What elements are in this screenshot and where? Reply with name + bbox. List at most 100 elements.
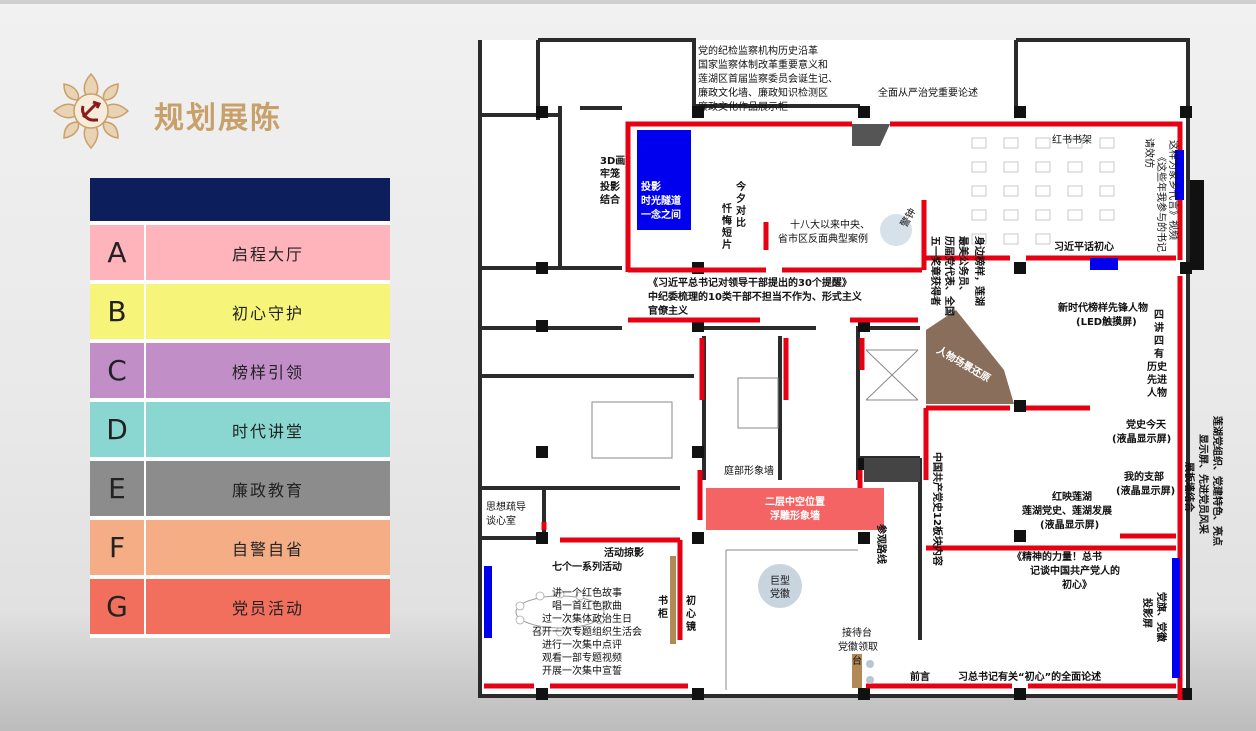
seven-item-5: 进行一次集中点评 — [542, 638, 622, 651]
models-line3: 历届党代表、全国 — [943, 236, 956, 316]
legend-key: A — [90, 225, 146, 280]
corner-cabinet — [852, 124, 890, 146]
four-3: 四 — [1154, 335, 1164, 347]
legend-label: 自警自省 — [231, 539, 304, 559]
legend-table: A 启程大厅 B 初心守护 C 榜样引领 D 时代讲堂 E 廉政教育 F 自警自… — [90, 178, 390, 638]
bookcase-shelf — [670, 556, 676, 644]
vr-label-1: 3D画 — [600, 155, 625, 167]
flag-1: 党旗、党徽 — [1155, 592, 1168, 643]
seven-item-4: 召开一次专题组织生活会 — [532, 625, 642, 638]
legend-key: B — [90, 284, 146, 339]
talk-room-1: 思想疏导 — [486, 500, 526, 513]
legend-key: C — [90, 343, 146, 398]
reception-2: 党徽领取 — [838, 640, 878, 653]
cpc30-line3: 官僚主义 — [648, 304, 689, 317]
vr-label-4: 结合 — [600, 193, 621, 206]
letter-line3: 这样为家乡代言》视频 — [1167, 140, 1180, 240]
legend-row-a: A 启程大厅 — [90, 225, 390, 284]
right-vert-3: 展板墙结合 — [1183, 462, 1196, 513]
compare-4: 比 — [736, 216, 746, 229]
four-2: 讲 — [1154, 321, 1164, 334]
activity-photo-label: 活动掠影 — [604, 546, 644, 559]
stool-circle — [866, 660, 874, 668]
page-title: 规划展陈 — [154, 101, 282, 136]
seat-grid — [971, 137, 1115, 245]
xi-heart-note: 习总书记有关“初心”的全面论述 — [958, 670, 1101, 683]
spirit-1: 《精神的力量！总书 — [1012, 550, 1102, 563]
xi-hall-label: 习近平话初心 — [1054, 240, 1114, 253]
blue-screens — [484, 130, 1184, 678]
legend-key: F — [90, 520, 146, 575]
compare-2: 夕 — [736, 192, 746, 205]
compare-1: 今 — [735, 180, 747, 193]
mirror-1: 初 — [686, 594, 696, 607]
float-wall-line1: 二层中空位置 — [765, 495, 825, 508]
top-strip — [0, 0, 1256, 4]
projection-line1: 投影 — [641, 180, 661, 193]
legend-label: 廉政教育 — [231, 480, 304, 500]
compare-3: 对 — [736, 204, 746, 217]
meeting-chairs — [515, 589, 605, 637]
top-note-1: 党的纪检监察机构历史沿革 — [698, 44, 818, 57]
party-emblem-logo-icon — [50, 70, 132, 152]
vr-label-3: 投影 — [600, 180, 620, 193]
flag-2: 投影屏 — [1141, 598, 1154, 628]
emblem-line2: 党徽 — [770, 587, 790, 600]
repent-2: 悔 — [722, 214, 732, 227]
seven-item-2: 唱一首红色歌曲 — [552, 599, 622, 612]
legend-key: D — [90, 402, 146, 457]
float-wall-line2: 浮雕形象墙 — [770, 509, 820, 522]
legend-key: G — [90, 579, 146, 634]
seven-item-3: 过一次集体政治生日 — [542, 612, 632, 625]
led-line1: 新时代榜样先锋人物 — [1058, 301, 1148, 314]
legend-row-f: F 自警自省 — [90, 520, 390, 579]
letter-line2: 《这些年我参与的书记 — [1155, 152, 1168, 252]
stair-block — [864, 458, 920, 482]
my-branch-1: 我的支部 — [1124, 470, 1164, 483]
stool-circle — [866, 676, 874, 684]
legend-label: 榜样引领 — [231, 362, 304, 382]
four-7: 人物 — [1147, 386, 1167, 399]
reception-desk — [852, 654, 862, 688]
red-lianhu-3: (液晶显示屏) — [1040, 518, 1099, 531]
reception-1: 接待台 — [842, 626, 872, 639]
top-note-4: 廉政文化墙、廉政知识检测区 — [698, 86, 828, 99]
party-today-1: 党史今天 — [1126, 418, 1167, 431]
letter-line1: 请效仿 — [1143, 138, 1156, 168]
mirror-3: 镜 — [686, 620, 696, 633]
mirror-2: 心 — [686, 608, 696, 620]
spirit-3: 初心》 — [1062, 578, 1092, 591]
legend-label: 党员活动 — [231, 598, 304, 618]
legend-row-b: B 初心守护 — [90, 284, 390, 343]
top-note-2: 国家监察体制改革重要意义和 — [698, 58, 828, 71]
float-relief-wall — [706, 488, 884, 530]
bookcase-2: 柜 — [657, 607, 668, 620]
emblem-line1: 巨型 — [770, 574, 790, 587]
route-label: 参观路线 — [875, 524, 888, 564]
legend-row-e: E 廉政教育 — [90, 461, 390, 520]
repent-4: 片 — [722, 238, 732, 251]
seven-item-7: 开展一次集中宣誓 — [542, 664, 622, 677]
cases-line1: 十八大以来中央、 — [790, 218, 870, 231]
vr-label-2: 牢笼 — [600, 167, 620, 180]
right-vert-1: 莲湖党组织、党建特色、亮点 — [1211, 416, 1224, 546]
four-5: 历史 — [1147, 360, 1168, 373]
spirit-2: 记谈中国共产党人的 — [1030, 564, 1120, 577]
red-lianhu-2: 莲湖党史、莲湖发展 — [1022, 504, 1112, 517]
circle-display — [880, 214, 912, 246]
image-wall-label: 庭部形象墙 — [724, 464, 774, 477]
models-line2: 最美公务员、 — [957, 236, 970, 296]
preface-label: 前言 — [910, 670, 930, 683]
legend-label: 初心守护 — [231, 303, 304, 323]
top-note-3: 莲湖区首届监察委员会诞生记、 — [698, 72, 838, 85]
legend-label: 时代讲堂 — [231, 421, 304, 441]
four-4: 有 — [1154, 347, 1164, 360]
cpc30-line2: 中纪委梳理的10类干部不担当不作为、形式主义 — [648, 290, 863, 303]
board-12-label: 中国共产党史12板块内容 — [931, 452, 944, 566]
top-right-note: 全面从严治党重要论述 — [878, 86, 978, 99]
outer-walls — [478, 38, 1190, 698]
led-line2: (LED触摸屏) — [1076, 315, 1137, 328]
reception-3: 台 — [852, 654, 862, 667]
legend-row-g: G 党员活动 — [90, 579, 390, 638]
